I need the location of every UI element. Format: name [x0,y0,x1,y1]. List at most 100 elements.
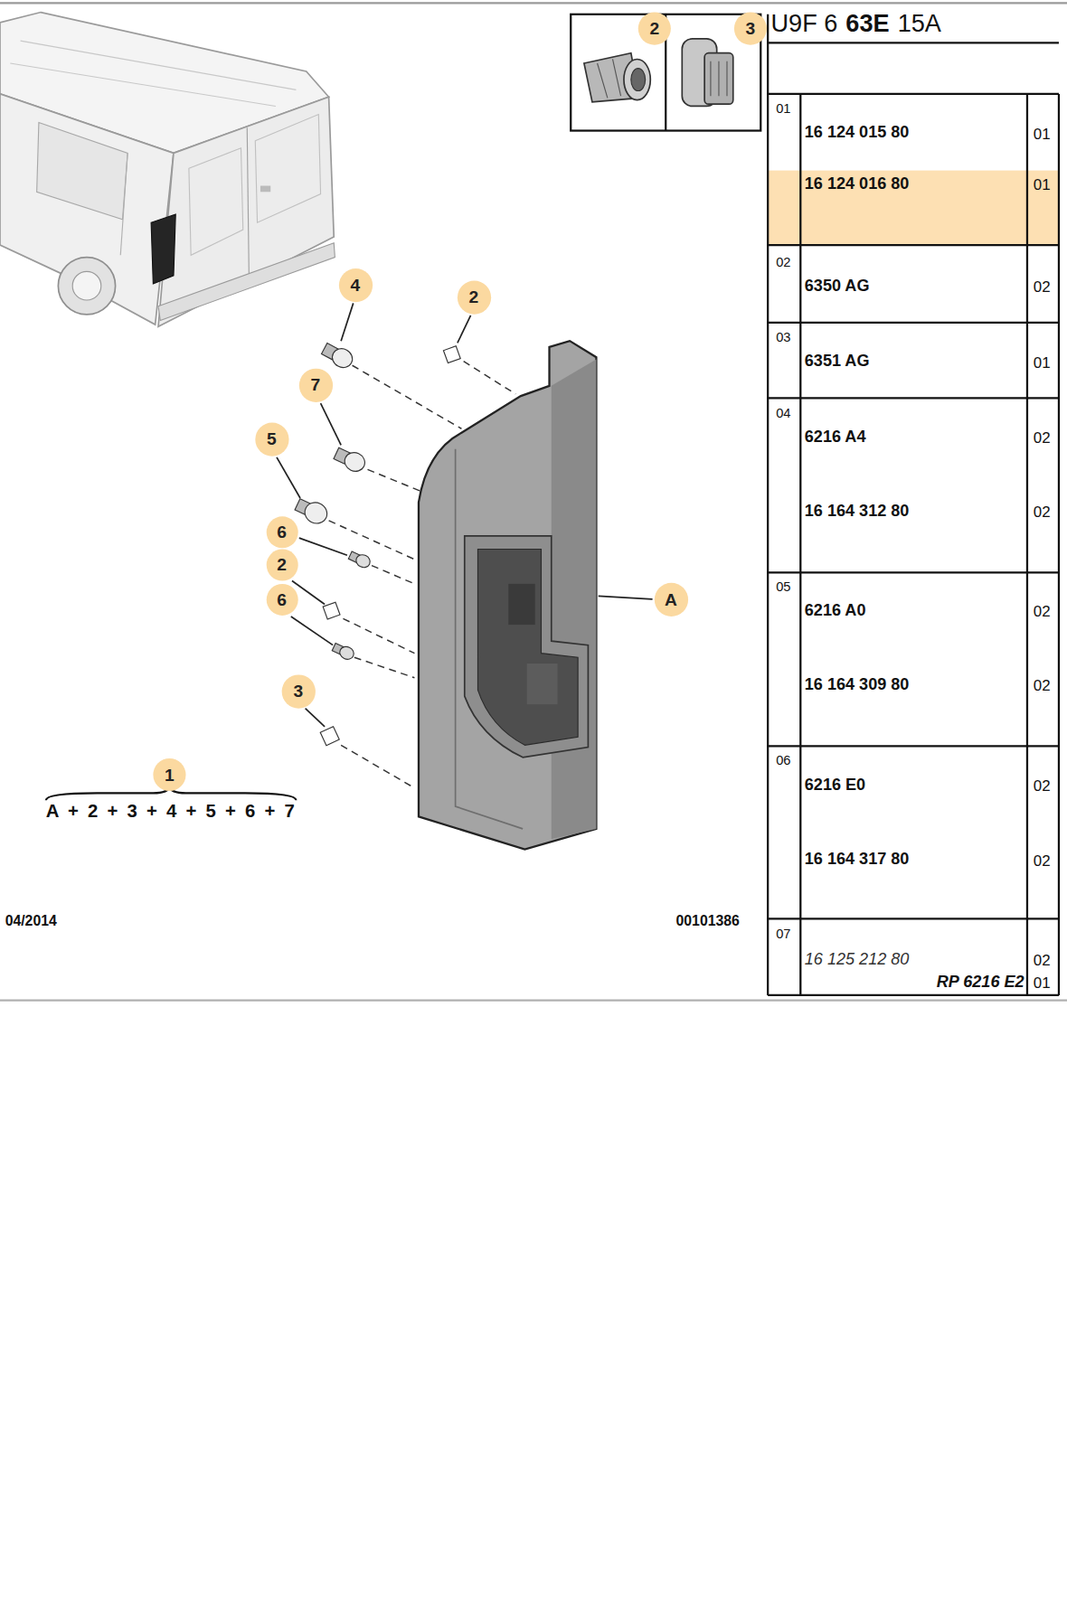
clip-symbol [443,346,461,364]
row-highlight [767,170,1059,246]
row-reference: 02 [775,254,791,271]
part-number: 6216 A4 [804,427,867,447]
quantity: 02 [1033,776,1051,794]
van-side-panel [37,122,128,220]
table-rule [767,321,1059,324]
leader-line [340,302,354,341]
callout-number: 4 [338,267,372,302]
diagram-note: 00101386 [676,912,740,929]
part-number: 6216 E0 [804,775,866,795]
van-rear [158,96,334,327]
part-number: 6351 AG [804,352,870,372]
diagram-note: 04/2014 [5,912,57,929]
callout-number: 7 [298,368,332,402]
callout-number: 6 [265,583,298,615]
quantity: 02 [1033,677,1051,695]
part-number: 6216 A0 [804,601,867,621]
part-number: RP 6216 E2 [936,972,1025,992]
van-wheel [57,257,115,315]
callout-number: 2 [265,548,298,581]
grommet-rib [726,61,728,96]
tail-lamp-lens-frame [464,536,589,758]
assembly-line [342,618,415,653]
clip-detail [613,58,622,96]
table-rule [1057,94,1060,996]
callout-number: 2 [456,280,491,314]
table-rule [1026,94,1029,996]
table-rule [767,745,1059,747]
assembly-line [352,365,463,429]
quantity: 01 [1033,124,1051,142]
van-tail-lamp [151,214,176,284]
table-rule [767,917,1059,920]
table-rule [799,94,802,996]
callout-text: 2 [276,556,287,574]
bulb [347,549,372,570]
callout-text: 3 [292,682,303,700]
bulb-glass [329,345,356,372]
tail-lamp-reflector [508,584,535,625]
callout-text: 5 [266,430,277,448]
grommet-rib [709,61,711,96]
quantity: 02 [1033,602,1051,620]
table-header-text: 15A [897,9,942,38]
bulb [320,340,356,372]
table-rule [767,244,1059,246]
bulb [330,642,356,662]
van-rear-door-split [246,127,249,288]
quantity: 01 [1033,973,1051,992]
leader-line [299,538,348,556]
van-rear-window [254,113,321,223]
leader-line [457,315,472,343]
table-header: U9F 663E15A [771,9,942,38]
grommet-rib [717,61,719,96]
van-rear-window [188,148,244,256]
row-reference: 07 [775,926,791,943]
part-number: 16 164 317 80 [804,850,910,870]
part-number: 16 124 015 80 [804,123,910,143]
part-number: 6350 AG [804,276,870,296]
grommet-symbol [320,727,340,746]
assembly-lines [329,361,517,789]
part-number: 16 124 016 80 [804,174,910,194]
bulb [292,495,331,528]
quantity: 02 [1033,951,1051,969]
row-reference: 04 [775,406,791,422]
table-rule [767,396,1059,399]
quantity: 02 [1033,851,1051,869]
row-reference: 01 [775,102,791,118]
quantity: 02 [1033,503,1051,521]
bulb-glass [341,449,369,475]
bulb-glass [354,552,373,570]
tail-lamp-facet [551,358,597,840]
tail-lamp-body [418,340,596,850]
van-side [0,94,174,325]
row-reference: 06 [775,753,791,769]
bottom-rule [0,999,1067,1001]
callout-number: 5 [254,422,289,456]
callout-text: 2 [469,288,480,306]
callout-text: 6 [276,590,287,608]
van-handle [260,186,271,193]
row-reference: 05 [775,579,791,595]
tail-lamp-reflector [527,663,558,705]
callout-number: 2 [638,12,671,46]
table-header-text: U9F 6 [771,9,839,38]
callout-number: 3 [734,12,767,46]
table-rule [766,14,769,996]
clip-symbol [322,602,340,620]
part-number: 16 164 312 80 [804,502,910,522]
bulb-glass [337,644,356,662]
clip-detail [597,63,608,98]
callout-text: 1 [164,765,175,784]
callout-text: 2 [649,19,660,38]
callout-number: A [653,582,688,616]
table-rule [767,994,1059,997]
quantity: 02 [1033,428,1051,446]
callout-text: 6 [276,523,287,541]
callout-text: 4 [350,275,361,293]
